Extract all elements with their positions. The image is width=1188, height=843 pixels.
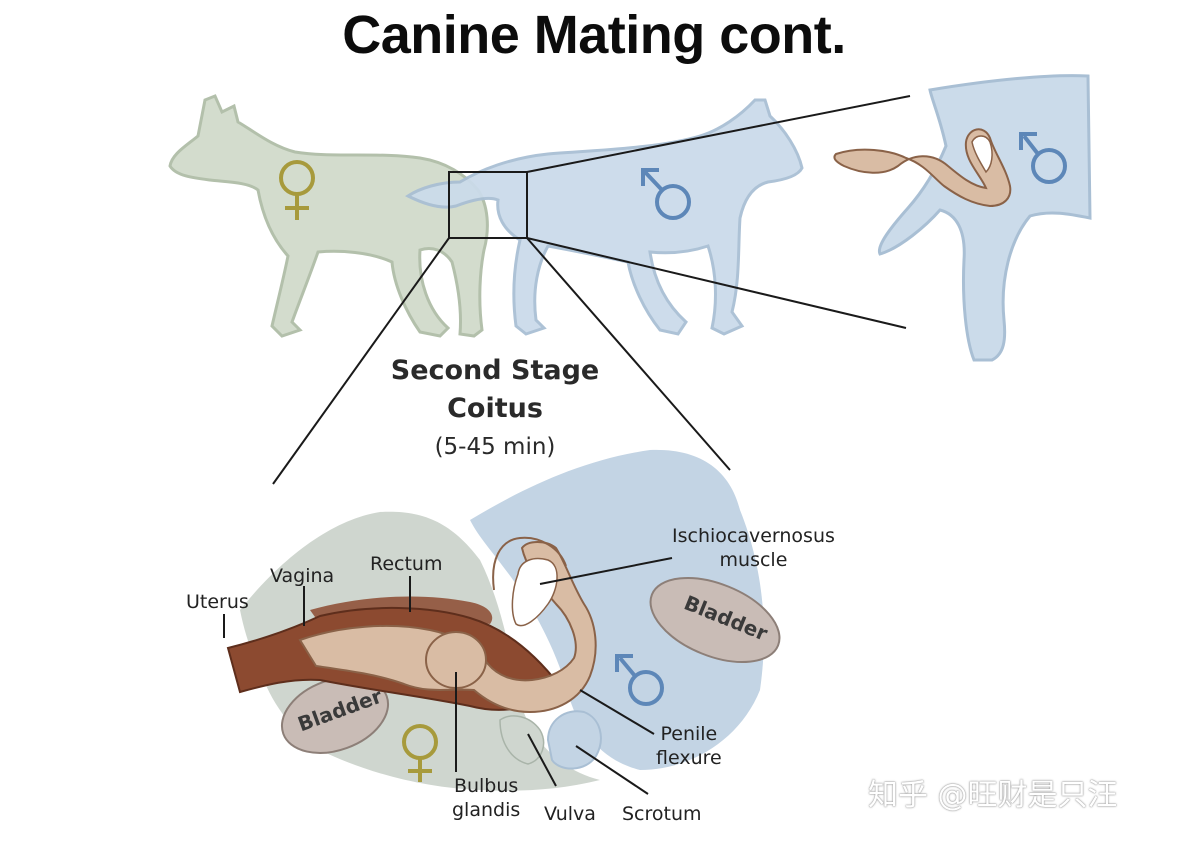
watermark: 知乎 @旺财是只汪 [868,778,1118,813]
label-ischio-line2: muscle [719,549,788,571]
zoom-box [448,171,528,239]
label-penile-flexure: Penile flexure [656,722,722,770]
label-bulbus-line2: glandis [452,799,521,821]
label-vagina: Vagina [270,565,335,587]
label-penile-line1: Penile [660,723,718,745]
label-ischio-line1: Ischiocavernosus [672,525,835,547]
male-symbol-icon [641,168,691,220]
male-bladder [649,577,781,663]
female-bladder [280,676,390,754]
label-bulbus-line1: Bulbus [453,775,519,797]
male-symbol-icon [615,654,664,706]
male-symbol-icon [1019,132,1067,184]
label-rectum: Rectum [370,553,443,575]
label-scrotum: Scrotum [622,803,702,825]
male-dog-silhouette [405,98,804,336]
stage-duration: (5-45 min) [434,434,556,460]
label-vulva: Vulva [544,803,596,825]
coitus-anatomy-detail [226,449,781,791]
vulva [499,715,545,765]
female-symbol-icon [279,160,315,220]
page-title: Canine Mating cont. [342,5,846,65]
stage-title-line2: Coitus [447,393,543,424]
stage-title-line1: Second Stage [390,355,600,386]
female-symbol-icon [402,724,438,782]
female-dog-silhouette [168,94,489,338]
male-hindquarter-inset [833,74,1092,362]
label-ischiocavernosus: Ischiocavernosus muscle [672,524,835,572]
leader-lines [223,557,673,795]
label-penile-line2: flexure [656,747,722,769]
label-uterus: Uterus [186,591,249,613]
ischiocavernosus-muscle [511,557,558,627]
scrotum [546,710,602,770]
stage-title: Second Stage Coitus [360,352,630,428]
label-bulbus-glandis: Bulbus glandis [452,774,520,822]
